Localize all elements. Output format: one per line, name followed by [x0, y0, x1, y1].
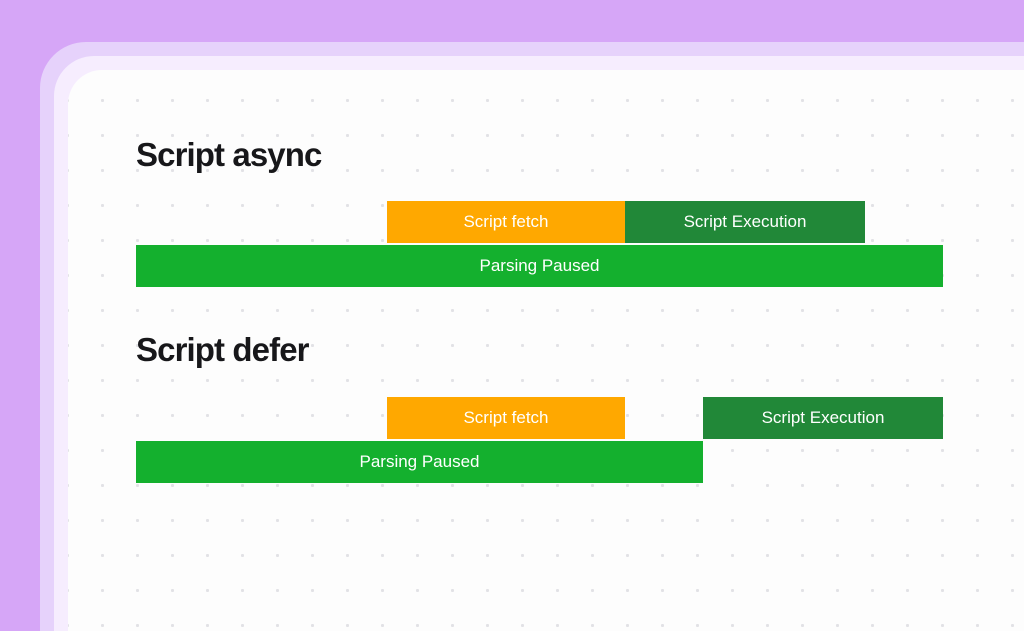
diagram-card: Script async Script fetch Script Executi…	[68, 70, 1024, 631]
defer-bar-parsing-paused: Parsing Paused	[136, 441, 703, 483]
section-title-script-async: Script async	[136, 136, 322, 173]
section-title-script-defer: Script defer	[136, 331, 309, 368]
diagram-content: Script async Script fetch Script Executi…	[68, 70, 1024, 631]
defer-bar-script-fetch: Script fetch	[387, 397, 625, 439]
async-bar-script-fetch: Script fetch	[387, 201, 625, 243]
diagram-stage: Script async Script fetch Script Executi…	[40, 42, 1024, 631]
async-bar-script-execution: Script Execution	[625, 201, 865, 243]
defer-bar-script-execution: Script Execution	[703, 397, 943, 439]
async-bar-parsing-paused: Parsing Paused	[136, 245, 943, 287]
